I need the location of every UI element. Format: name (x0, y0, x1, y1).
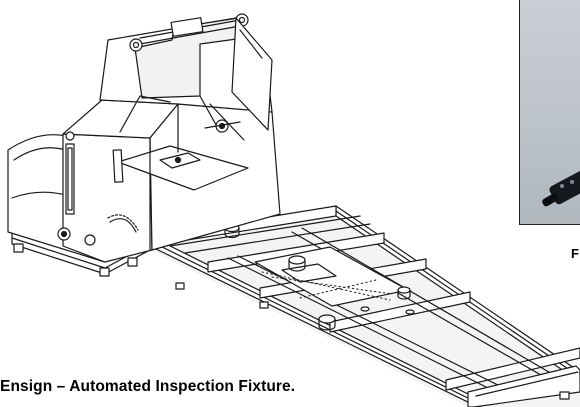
photo-detail (570, 180, 574, 184)
product-photo (519, 0, 580, 225)
figure-caption: Ensign – Automated Inspection Fixture. (0, 378, 296, 395)
photo-caption: F (571, 246, 579, 261)
fixture-housing (7, 13, 281, 277)
photo-detail (560, 184, 564, 188)
rail-frame (149, 205, 580, 407)
photo-dark-part (541, 192, 559, 208)
